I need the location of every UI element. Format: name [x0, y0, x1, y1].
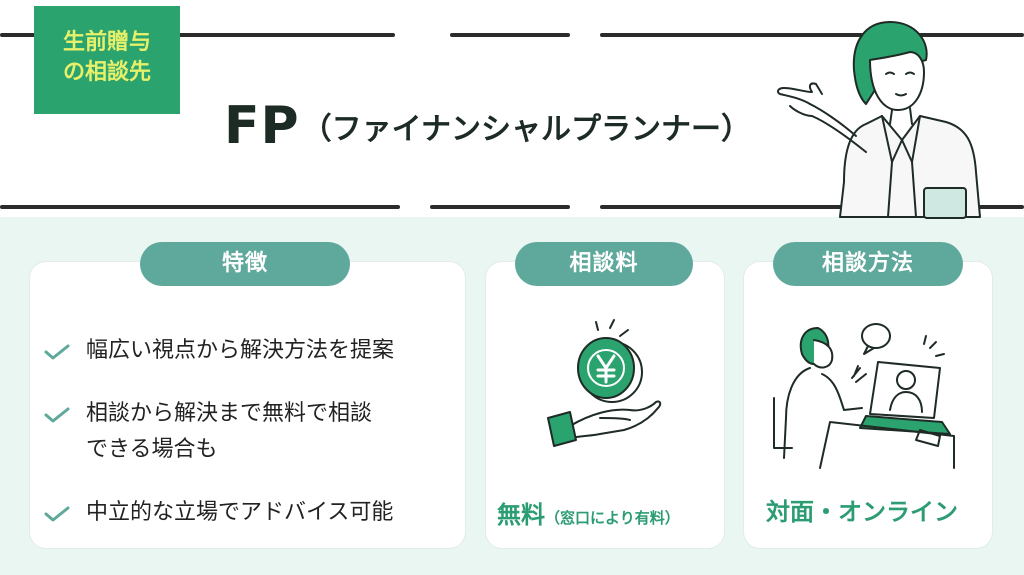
consultation-icon [773, 323, 955, 469]
method-label: 相談方法 [773, 242, 963, 286]
check-icon [44, 344, 70, 360]
bottom-rule-mid [430, 205, 570, 209]
fee-value: 無料 [497, 501, 545, 529]
tag-line-2: の相談先 [62, 60, 151, 85]
check-icon [44, 407, 70, 423]
fee-card [486, 262, 724, 548]
fee-label: 相談料 [515, 242, 693, 286]
presenter-woman-icon [776, 21, 981, 219]
top-rule-mid [450, 33, 570, 37]
page-title: FP（ファイナンシャルプランナー） [224, 96, 751, 156]
tag-line-1: 生前贈与 [62, 30, 151, 55]
check-icon [44, 506, 70, 522]
feature-text-continued: できる場合も [86, 437, 218, 462]
feature-text: 中立的な立場でアドバイス可能 [86, 500, 394, 525]
fee-value-line: 無料（窓口により有料） [497, 495, 680, 530]
features-label: 特徴 [140, 242, 350, 286]
title-main: FP [224, 96, 300, 156]
top-rule-right [600, 33, 1024, 37]
topic-tag: 生前贈与 の相談先 [34, 6, 180, 114]
fee-note: （窓口により有料） [545, 509, 680, 527]
feature-text: 相談から解決まで無料で相談 [86, 401, 373, 426]
bottom-rule-right [600, 205, 1024, 209]
yen-coin-hand-icon [547, 319, 662, 447]
title-sub: （ファイナンシャルプランナー） [301, 112, 752, 147]
method-card [744, 262, 992, 548]
top-rule-left [0, 33, 395, 37]
method-value: 対面・オンライン [766, 498, 958, 526]
bottom-rule-left [0, 205, 400, 209]
feature-text: 幅広い視点から解決方法を提案 [86, 338, 395, 363]
features-card [30, 262, 465, 548]
